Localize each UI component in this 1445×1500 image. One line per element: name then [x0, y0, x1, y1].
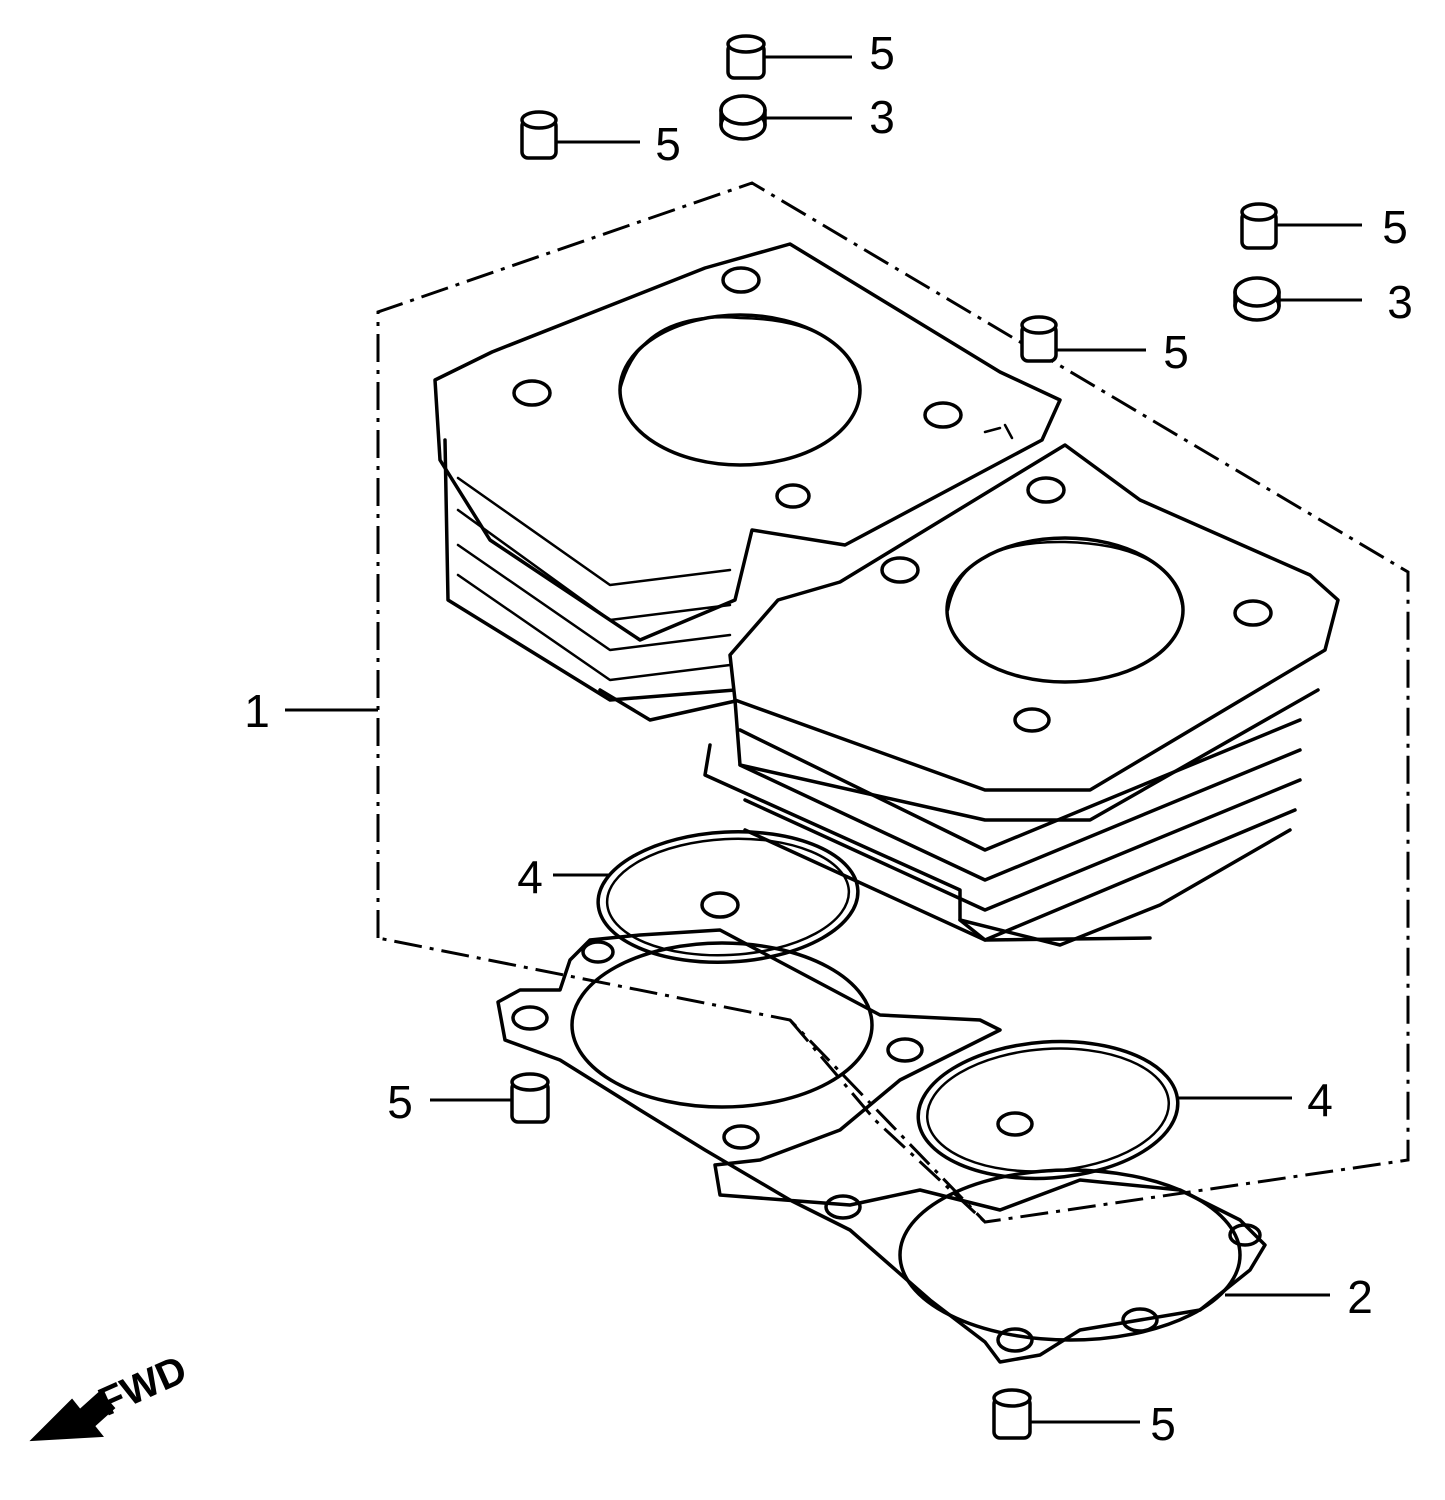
base-gasket — [496, 891, 1267, 1364]
o-ring-large-left — [596, 829, 860, 965]
forward-indicator: FWD — [29, 1348, 193, 1442]
dowel-pin-top-right — [1240, 202, 1278, 250]
callout-oring-large-left: 4 — [517, 851, 543, 903]
dowel-pin-top-left — [520, 110, 558, 160]
callout-cylinder: 1 — [244, 685, 270, 737]
o-ring-small-top-center — [719, 94, 767, 141]
o-ring-large-right — [916, 1039, 1180, 1181]
cylinder-block — [433, 242, 1340, 947]
fwd-label: FWD — [92, 1348, 193, 1425]
callout-oring-top-center: 3 — [869, 91, 895, 143]
callout-dowel-top-right: 5 — [1382, 201, 1408, 253]
leader-lines — [285, 55, 1362, 1424]
callout-gasket: 2 — [1347, 1271, 1373, 1323]
phantom-outline — [376, 181, 1410, 1224]
dowel-pin-mid-right — [1020, 315, 1058, 363]
callout-oring-top-right: 3 — [1387, 276, 1413, 328]
callout-dowel-bottom: 5 — [1150, 1398, 1176, 1450]
dowel-pin-bottom — [992, 1388, 1032, 1440]
callout-dowel-top-center: 5 — [869, 27, 895, 79]
o-ring-small-top-right — [1233, 276, 1281, 322]
callout-dowel-mid-right: 5 — [1163, 326, 1189, 378]
forward-arrow-icon — [29, 1390, 116, 1442]
dowel-pin-bottom-left — [510, 1072, 550, 1124]
callout-dowel-top-left: 5 — [655, 118, 681, 170]
callout-oring-large-right: 4 — [1307, 1074, 1333, 1126]
dowel-pin-top-center — [726, 34, 766, 80]
callout-dowel-bottom-left: 5 — [387, 1076, 413, 1128]
